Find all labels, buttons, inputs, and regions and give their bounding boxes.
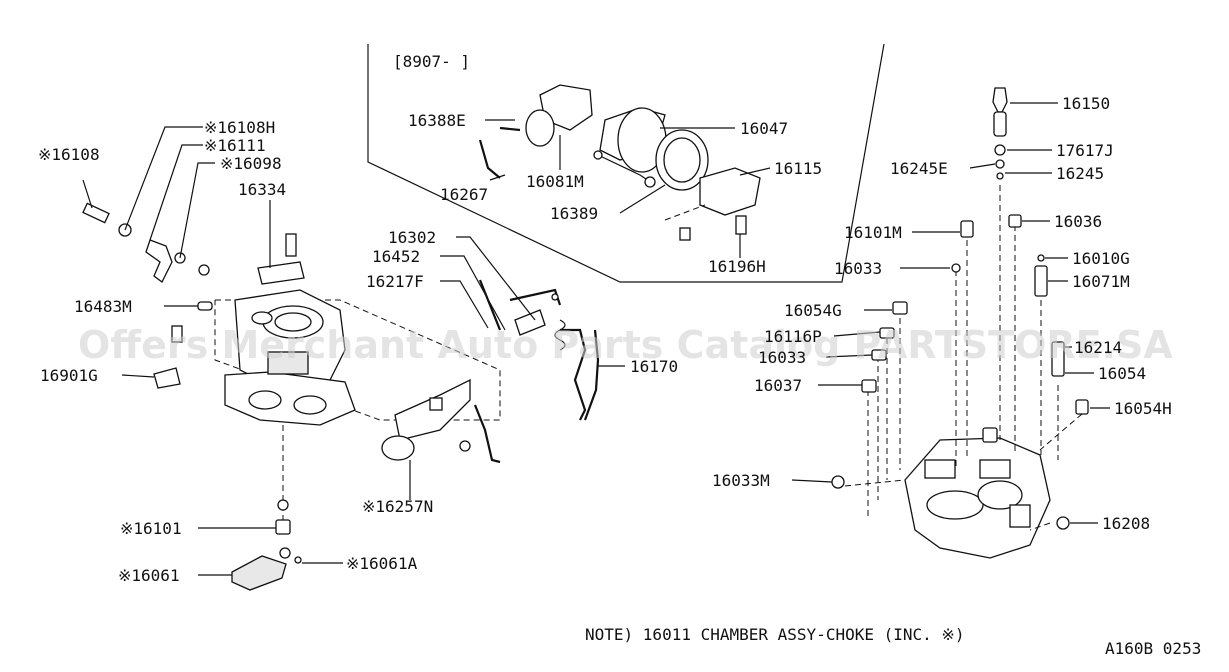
label-16033M: 16033M (712, 471, 770, 490)
inset-bracket-label: [8907- ] (393, 52, 470, 71)
carburetor-body (82, 202, 501, 591)
label-16245: 16245 (1056, 164, 1104, 183)
part-labels: ※16108H ※16111 ※16098 ※16108 16334 16483… (38, 94, 1172, 585)
inset-frame: [8907- ] (367, 43, 885, 283)
leader-lines (82, 102, 1110, 576)
label-16101M: 16101M (844, 223, 902, 242)
label-16081M: 16081M (526, 172, 584, 191)
label-16054: 16054 (1098, 364, 1146, 383)
label-16033-lower: 16033 (758, 348, 806, 367)
label-16388E: 16388E (408, 111, 466, 130)
label-16214: 16214 (1074, 338, 1122, 357)
label-16047: 16047 (740, 119, 788, 138)
label-16108H: ※16108H (204, 118, 275, 137)
label-16061: ※16061 (118, 566, 180, 585)
label-16302: 16302 (388, 228, 436, 247)
label-16901G: 16901G (40, 366, 98, 385)
diagram-note: NOTE) 16011 CHAMBER ASSY-CHOKE (INC. ※) (585, 625, 964, 644)
label-16116P: 16116P (764, 327, 822, 346)
label-16061A: ※16061A (346, 554, 418, 573)
watermark: Offers Merchant Auto Parts Catalog PARTS… (78, 323, 1173, 367)
label-16115: 16115 (774, 159, 822, 178)
label-16389: 16389 (550, 204, 598, 223)
label-16108: ※16108 (38, 145, 100, 164)
label-16257N: ※16257N (362, 497, 433, 516)
label-16036: 16036 (1054, 212, 1102, 231)
label-16111: ※16111 (204, 136, 266, 155)
label-16101: ※16101 (120, 519, 182, 538)
label-16334: 16334 (238, 180, 286, 199)
label-16150: 16150 (1062, 94, 1110, 113)
label-16098: ※16098 (220, 154, 282, 173)
label-16071M: 16071M (1072, 272, 1130, 291)
label-16037: 16037 (754, 376, 802, 395)
label-16483M: 16483M (74, 297, 132, 316)
label-16452: 16452 (372, 247, 420, 266)
label-16033-upper: 16033 (834, 259, 882, 278)
label-16208: 16208 (1102, 514, 1150, 533)
diagram-code: A160B 0253 (1105, 639, 1201, 658)
choke-chamber-inset (478, 84, 761, 241)
label-16196H: 16196H (708, 257, 766, 276)
label-16054G: 16054G (784, 301, 842, 320)
choke-linkage (478, 279, 600, 421)
label-16170: 16170 (630, 357, 678, 376)
label-16267: 16267 (440, 185, 488, 204)
label-17617J: 17617J (1056, 141, 1114, 160)
label-16054H: 16054H (1114, 399, 1172, 418)
label-16217F: 16217F (366, 272, 424, 291)
carburetor-lower-body (831, 87, 1089, 559)
label-16245E: 16245E (890, 159, 948, 178)
label-16010G: 16010G (1072, 249, 1130, 268)
